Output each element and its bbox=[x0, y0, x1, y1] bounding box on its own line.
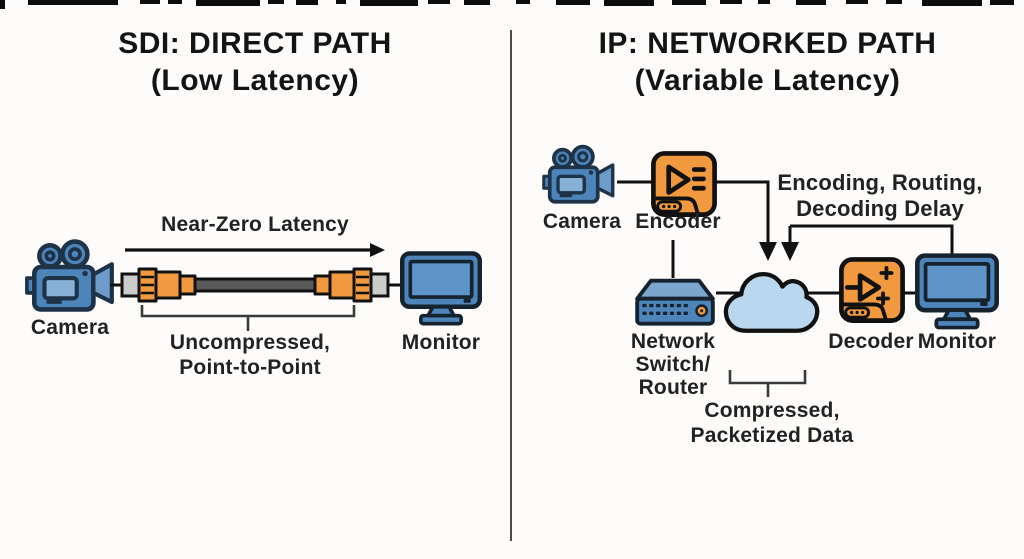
cloud-underbrace bbox=[728, 370, 807, 397]
delay-arrowhead-right bbox=[781, 242, 799, 261]
cloud-icon bbox=[723, 263, 819, 339]
monitor-label: Monitor bbox=[917, 330, 997, 353]
delay-note: Encoding, Routing, Decoding Delay bbox=[777, 170, 983, 221]
camera-icon bbox=[541, 144, 615, 204]
decoder-icon bbox=[838, 256, 906, 324]
sdi-cable-icon bbox=[110, 267, 400, 303]
camera-icon bbox=[26, 241, 122, 317]
uncompressed-note: Uncompressed, Point-to-Point bbox=[169, 331, 331, 379]
delay-arrowhead-left bbox=[759, 242, 777, 261]
panel-divider bbox=[510, 30, 512, 541]
camera-label: Camera bbox=[542, 210, 622, 233]
decoder-label: Decoder bbox=[828, 330, 914, 353]
near-zero-latency-label: Near-Zero Latency bbox=[161, 213, 349, 236]
compressed-note: Compressed, Packetized Data bbox=[690, 399, 854, 447]
encoder-label: Encoder bbox=[635, 210, 721, 233]
network-switch-icon bbox=[635, 278, 715, 326]
cable-underbrace bbox=[140, 305, 356, 331]
monitor-icon bbox=[399, 250, 483, 328]
sdi-title: SDI: DIRECT PATH (Low Latency) bbox=[118, 27, 392, 97]
monitor-label: Monitor bbox=[401, 331, 481, 354]
latency-arrow-icon bbox=[125, 243, 385, 257]
encoder-icon bbox=[650, 150, 718, 218]
network-switch-label: Network Switch/ Router bbox=[630, 330, 716, 399]
ip-title: IP: NETWORKED PATH (Variable Latency) bbox=[598, 27, 937, 97]
camera-label: Camera bbox=[30, 316, 110, 339]
monitor-icon bbox=[914, 252, 1000, 332]
